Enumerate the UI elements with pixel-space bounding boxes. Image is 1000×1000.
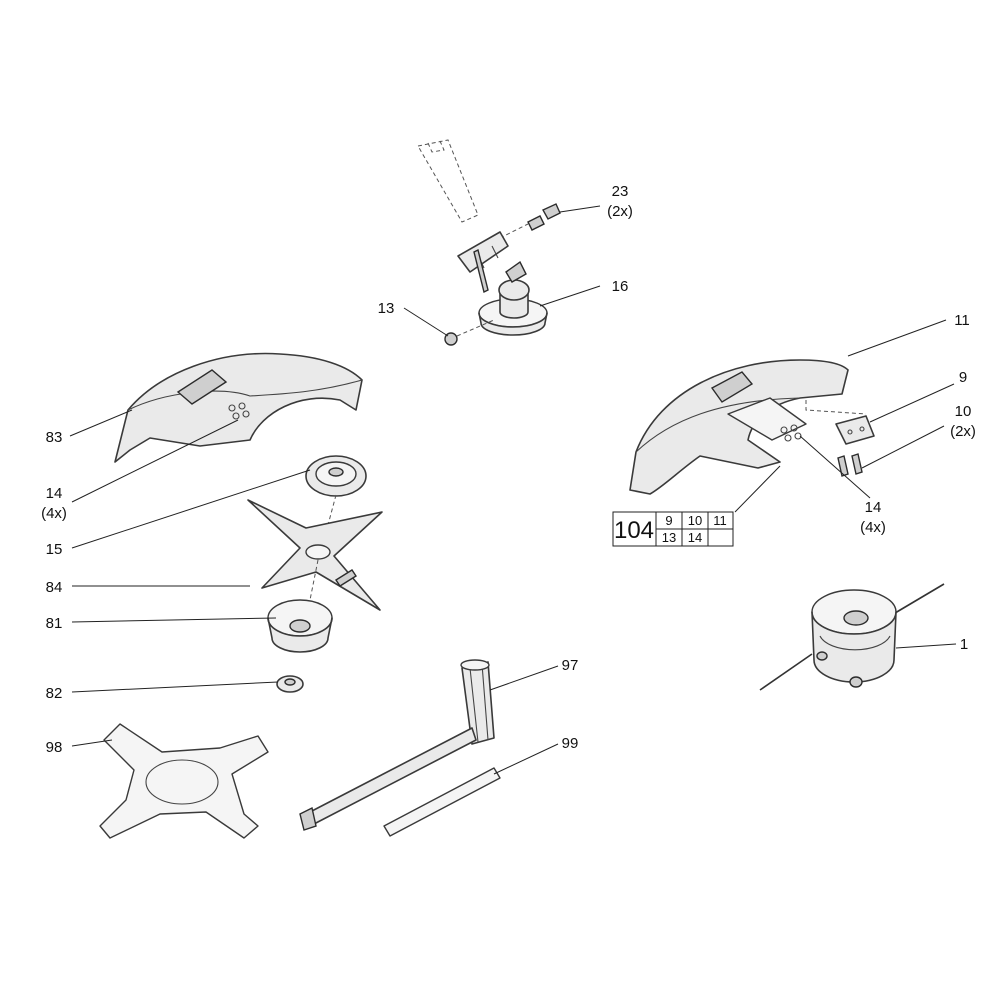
callout-23-qty: (2x)	[607, 203, 633, 220]
kit-cell-r1c2: 10	[688, 513, 702, 528]
part-99-rod	[383, 767, 501, 837]
callout-9-number: 9	[959, 369, 967, 386]
part-84-blade	[247, 499, 383, 611]
part-15-washer	[305, 455, 367, 541]
callout-14-right: 14 (4x)	[860, 499, 886, 536]
part-11-guard	[629, 359, 867, 495]
callout-14-left-number: 14	[46, 485, 63, 502]
callout-99-number: 99	[562, 735, 579, 752]
callout-10: 10 (2x)	[950, 403, 976, 440]
callout-84-number: 84	[46, 579, 63, 596]
part-9-clip	[835, 415, 875, 445]
part-83-blade-guard	[114, 352, 363, 463]
drive-shaft-outline	[417, 139, 479, 223]
callout-14-left-qty: (4x)	[41, 505, 67, 522]
part-16-gear-head	[457, 231, 548, 336]
kit-cell-r2c1: 13	[662, 530, 676, 545]
callout-10-number: 10	[955, 403, 972, 420]
part-98-cross-plate	[99, 723, 269, 839]
callout-14-right-number: 14	[865, 499, 882, 516]
callout-81-number: 81	[46, 615, 63, 632]
callout-13-number: 13	[378, 300, 395, 317]
callout-10-qty: (2x)	[950, 423, 976, 440]
callout-23: 23 (2x)	[607, 183, 633, 220]
callout-1-number: 1	[960, 636, 968, 653]
kit-cell-r1c3: 11	[713, 513, 727, 528]
callout-98-number: 98	[46, 739, 63, 756]
callout-82-number: 82	[46, 685, 63, 702]
callout-23-number: 23	[612, 183, 629, 200]
part-1-trimmer-head	[759, 583, 945, 691]
callout-16-number: 16	[612, 278, 629, 295]
kit-number: 104	[614, 517, 654, 544]
callout-83-number: 83	[46, 429, 63, 446]
kit-cell-r2c2: 14	[688, 530, 702, 545]
part-82-nut	[276, 675, 304, 693]
callout-14-right-qty: (4x)	[860, 519, 886, 536]
kit-cell-r1c1: 9	[665, 513, 672, 528]
part-81-support-cup	[267, 599, 333, 653]
leader-lines	[69, 205, 957, 775]
callout-97-number: 97	[562, 657, 579, 674]
part-10-screws	[837, 453, 863, 477]
kit-table: 104 9 10 11 13 14	[612, 511, 734, 547]
callout-14-left: 14 (4x)	[41, 485, 67, 522]
callout-15-number: 15	[46, 541, 63, 558]
part-97-hex-wrench	[299, 659, 495, 831]
callout-11-number: 11	[954, 312, 970, 329]
part-23-bolts	[499, 203, 561, 239]
